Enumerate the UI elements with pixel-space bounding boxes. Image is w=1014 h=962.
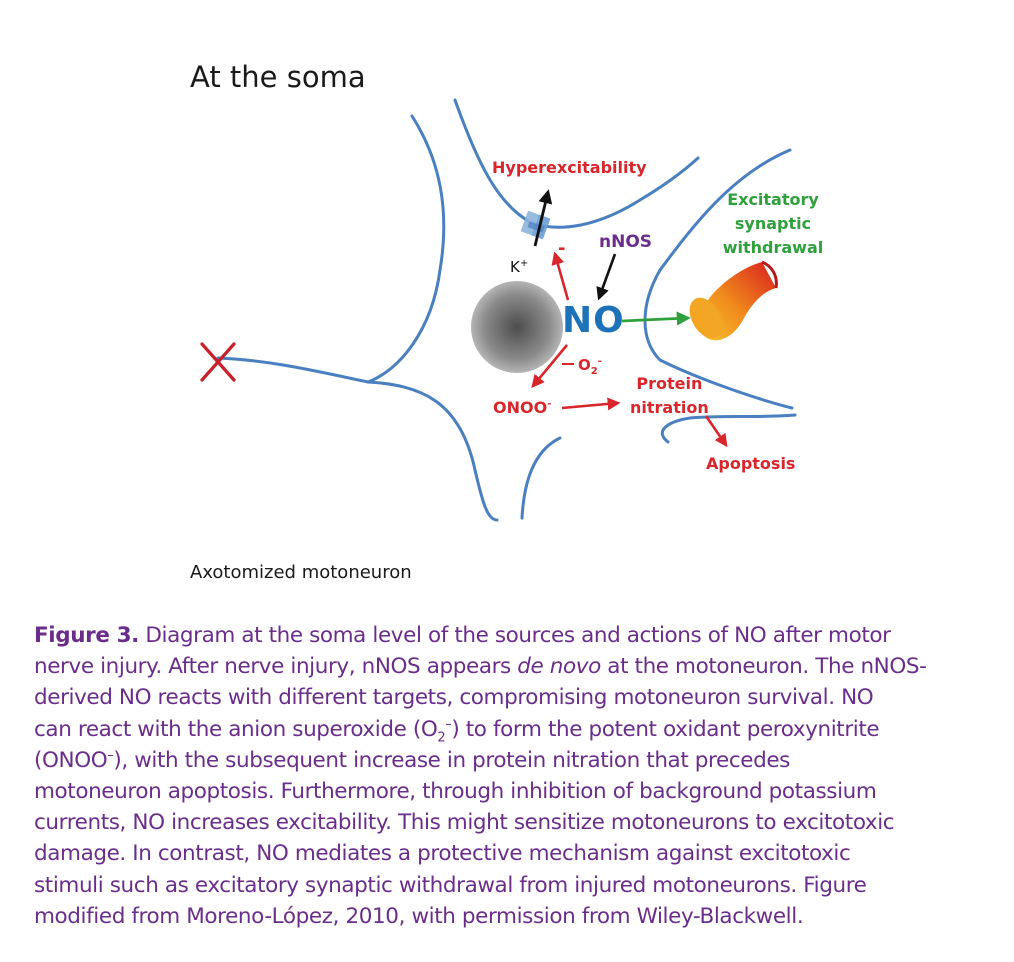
protein-nitration-label: Protein nitration (630, 372, 709, 420)
no-label: NO (562, 300, 625, 341)
nucleus (471, 281, 563, 373)
membrane-axon-lower (216, 356, 499, 522)
figure-caption: Figure 3. Diagram at the soma level of t… (34, 620, 984, 932)
nnos-label: nNOS (599, 232, 653, 252)
neuron-membrane (216, 98, 797, 522)
o2-superscript: - (597, 356, 602, 367)
membrane-top (453, 98, 700, 229)
soma-diagram: At the soma Hyperexcitability Excitatory… (190, 60, 824, 583)
protein-line-1: Protein (636, 374, 703, 393)
k-text: K (510, 258, 520, 276)
caption-line-4b: ) to form the potent oxidant peroxynitri… (451, 716, 880, 742)
diagram-svg (200, 98, 797, 522)
caption-line-4: can react with the anion superoxide (O2–… (34, 714, 984, 745)
onoo-text: ONOO (493, 398, 548, 417)
caption-o2-sub: 2 (437, 729, 446, 745)
caption-line-4a: can react with the anion superoxide (O (34, 716, 438, 742)
k-to-hyperexcitability-arrow (533, 189, 553, 247)
k-superscript: + (519, 258, 529, 269)
caption-line-2b: at the motoneuron. The nNOS- (600, 654, 927, 680)
no-to-synaptic-arrow (621, 311, 691, 326)
membrane-right-lower (660, 413, 797, 444)
inhibition-minus-label: - (558, 238, 566, 259)
nnos-to-no-arrow (596, 253, 617, 301)
caption-line-3: derived NO reacts with different targets… (34, 685, 874, 711)
caption-line-1-text: Diagram at the soma level of the sources… (138, 623, 891, 648)
onoo-to-nitration-arrow (561, 397, 621, 411)
apoptosis-label: Apoptosis (706, 454, 796, 473)
potassium-channel-icon (520, 210, 551, 240)
caption-line-2a: nerve injury. After nerve injury, nNOS a… (34, 654, 518, 680)
peroxynitrite-label: ONOO- (493, 398, 551, 417)
membrane-left-upper (366, 114, 446, 384)
nitration-to-apoptosis-arrow (704, 415, 728, 448)
caption-line-1: Figure 3. Diagram at the soma level of t… (34, 620, 984, 651)
caption-line-5b: ), with the subsequent increase in prote… (113, 747, 790, 773)
caption-line-5: (ONOO–), with the subsequent increase in… (34, 745, 984, 776)
excitatory-line-1: Excitatory (727, 190, 819, 209)
caption-line-8: damage. In contrast, NO mediates a prote… (34, 841, 851, 867)
caption-line-10: modified from Moreno-López, 2010, with p… (34, 903, 804, 929)
excitatory-synaptic-withdrawal-label: Excitatory synaptic withdrawal (722, 188, 824, 260)
o2-subscript: 2 (590, 366, 598, 377)
hyperexcitability-label: Hyperexcitability (492, 158, 647, 177)
diagram-title: At the soma (190, 60, 366, 94)
superoxide-label: O2- (578, 356, 602, 377)
no-inhibits-k-arrow (551, 251, 570, 301)
figure-number: Figure 3. (34, 623, 139, 648)
excitatory-line-2: synaptic (734, 214, 812, 233)
excitatory-line-3: withdrawal (722, 238, 824, 257)
caption-de-novo: de novo (517, 654, 601, 680)
protein-line-2: nitration (630, 398, 709, 417)
membrane-right (643, 148, 794, 410)
onoo-superscript: - (547, 398, 552, 410)
caption-line-6: motoneuron apoptosis. Furthermore, throu… (34, 779, 877, 805)
axotomized-motoneuron-label: Axotomized motoneuron (190, 562, 412, 583)
axotomy-x-icon (200, 342, 236, 382)
membrane-bottom (520, 436, 562, 520)
caption-line-5a: (ONOO (34, 747, 108, 773)
caption-line-2: nerve injury. After nerve injury, nNOS a… (34, 651, 984, 682)
caption-line-9: stimuli such as excitatory synaptic with… (34, 872, 867, 898)
k-ion-label: K+ (510, 258, 528, 276)
synaptic-terminal-icon (689, 260, 778, 341)
o2-text: O (578, 356, 591, 374)
no-to-onoo-arrow (531, 344, 569, 389)
caption-line-7: currents, NO increases excitability. Thi… (34, 810, 895, 836)
caption-o2-sup: – (445, 716, 452, 732)
caption-onoo-sup: – (107, 747, 114, 763)
